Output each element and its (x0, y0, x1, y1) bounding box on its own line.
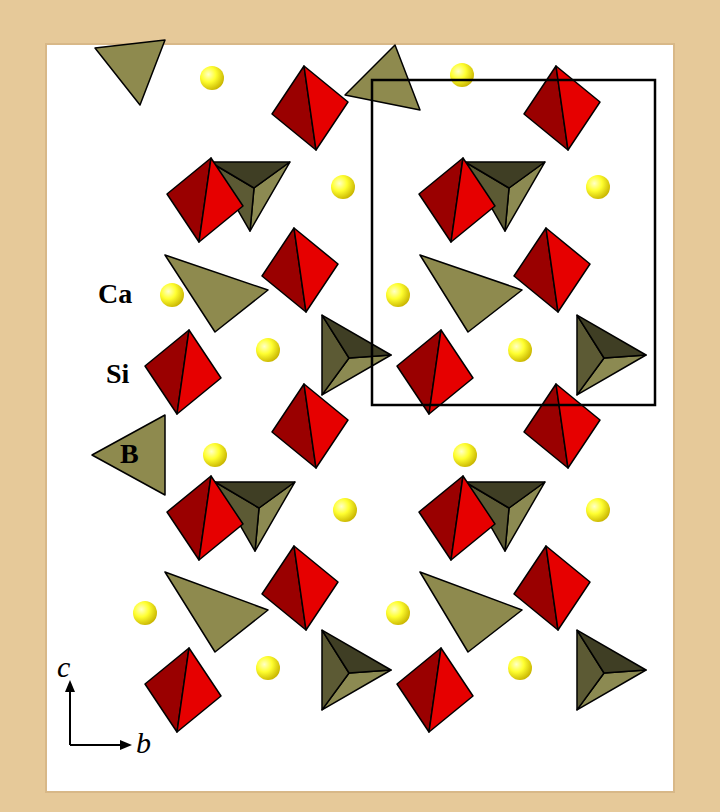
si-tetrahedron (546, 546, 590, 630)
b-triangle (345, 45, 420, 110)
b-tetrahedron (577, 315, 646, 358)
ca-atom (256, 338, 280, 362)
ca-atom (586, 498, 610, 522)
ca-atom (333, 498, 357, 522)
si-tetrahedron (177, 330, 221, 414)
si-tetrahedron (304, 66, 348, 150)
si-tetrahedron (294, 228, 338, 312)
axis-label: b (136, 728, 151, 758)
si-tetrahedron (556, 66, 600, 150)
si-tetrahedron (451, 476, 495, 560)
si-tetrahedron (199, 476, 243, 560)
b-tetrahedron (322, 630, 391, 673)
b-tetrahedron (577, 630, 646, 673)
ca-atom (450, 63, 474, 87)
ca-atom (586, 175, 610, 199)
ca-atom (203, 443, 227, 467)
atom-label: B (120, 440, 139, 468)
ca-atom (160, 283, 184, 307)
si-tetrahedron (429, 330, 473, 414)
atom-label: Si (106, 360, 129, 388)
ca-atom (256, 656, 280, 680)
ca-atom (133, 601, 157, 625)
arrow-head (120, 740, 132, 750)
b-triangle (420, 255, 522, 332)
si-tetrahedron (304, 384, 348, 468)
si-tetrahedron (294, 546, 338, 630)
b-triangle (165, 572, 268, 652)
ca-atom (200, 66, 224, 90)
b-triangle (92, 415, 165, 495)
ca-atom (508, 656, 532, 680)
si-tetrahedron (429, 648, 473, 732)
si-tetrahedron (546, 228, 590, 312)
axis-line (69, 688, 71, 745)
b-triangle (420, 572, 522, 652)
ca-atom (386, 601, 410, 625)
si-tetrahedron (451, 158, 495, 242)
unit-cell (372, 80, 655, 405)
ca-atom (331, 175, 355, 199)
ca-atom (453, 443, 477, 467)
si-tetrahedron (199, 158, 243, 242)
b-tetrahedron (322, 315, 391, 358)
axis-label: c (57, 652, 70, 682)
si-tetrahedron (177, 648, 221, 732)
panel (46, 44, 674, 792)
b-triangle (95, 40, 165, 105)
axes (70, 688, 124, 745)
si-tetrahedron (556, 384, 600, 468)
ca-atom (386, 283, 410, 307)
ca-atom (508, 338, 532, 362)
axis-line (70, 744, 124, 746)
atom-label: Ca (98, 280, 132, 308)
